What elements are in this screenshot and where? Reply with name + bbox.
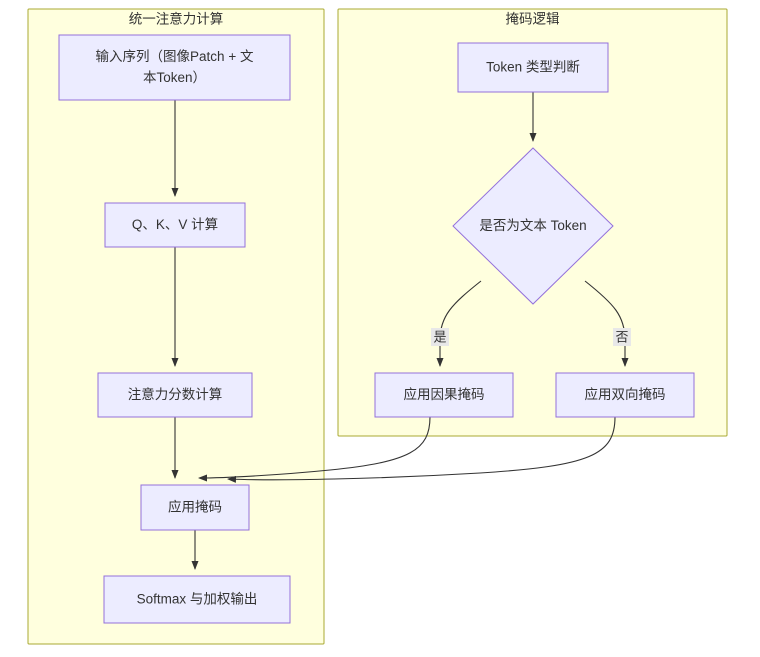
node-label: 输入序列（图像Patch + 文本Token） bbox=[96, 49, 254, 85]
node-input-sequence[interactable]: 输入序列（图像Patch + 文本Token） bbox=[58, 34, 291, 101]
edge-label-text: 否 bbox=[615, 329, 628, 344]
node-shape-rect bbox=[140, 484, 250, 531]
edge-labels-layer: 是否 bbox=[431, 328, 631, 346]
node-shape-diamond bbox=[452, 147, 614, 305]
node-qkv[interactable]: Q、K、V 计算 bbox=[104, 202, 246, 248]
edge-decision-no-label: 否 bbox=[613, 328, 631, 346]
node-shape-rect bbox=[103, 575, 291, 624]
node-label: 注意力分数计算 bbox=[128, 386, 223, 402]
cluster-cluster-unified-attention: 统一注意力计算 bbox=[27, 8, 325, 645]
nodes-layer: 输入序列（图像Patch + 文本Token）Q、K、V 计算注意力分数计算应用… bbox=[58, 34, 695, 624]
node-label: 应用掩码 bbox=[168, 498, 222, 514]
cluster-title: 掩码逻辑 bbox=[506, 12, 560, 27]
node-causal-mask[interactable]: 应用因果掩码 bbox=[374, 372, 514, 418]
node-is-text-token[interactable]: 是否为文本 Token bbox=[452, 147, 614, 305]
node-attention-score[interactable]: 注意力分数计算 bbox=[97, 372, 253, 418]
node-token-type[interactable]: Token 类型判断 bbox=[457, 42, 609, 93]
node-label: 应用因果掩码 bbox=[404, 386, 485, 402]
edge-label-text: 是 bbox=[433, 329, 446, 344]
node-label: Q、K、V 计算 bbox=[132, 217, 218, 232]
node-softmax-output[interactable]: Softmax 与加权输出 bbox=[103, 575, 291, 624]
node-shape-rect bbox=[555, 372, 695, 418]
node-shape-rect bbox=[374, 372, 514, 418]
clusters-layer: 统一注意力计算 掩码逻辑 bbox=[27, 8, 728, 645]
cluster-title: 统一注意力计算 bbox=[129, 11, 224, 27]
node-shape-rect bbox=[457, 42, 609, 93]
node-shape-rect bbox=[58, 34, 291, 101]
edge-decision-yes-label: 是 bbox=[431, 328, 449, 346]
node-shape-rect bbox=[104, 202, 246, 248]
edge-label-background bbox=[431, 328, 449, 346]
node-label: Softmax 与加权输出 bbox=[137, 590, 258, 606]
edges-layer bbox=[171, 92, 629, 570]
node-apply-mask[interactable]: 应用掩码 bbox=[140, 484, 250, 531]
node-label: Token 类型判断 bbox=[486, 59, 580, 74]
node-shape-rect bbox=[97, 372, 253, 418]
edge-label-background bbox=[613, 328, 631, 346]
cluster-background bbox=[27, 8, 325, 645]
node-bidirectional-mask[interactable]: 应用双向掩码 bbox=[555, 372, 695, 418]
node-label: 应用双向掩码 bbox=[585, 386, 666, 402]
edge-bidirectional-to-apply-mask bbox=[227, 416, 616, 483]
node-label: 是否为文本 Token bbox=[479, 218, 586, 233]
